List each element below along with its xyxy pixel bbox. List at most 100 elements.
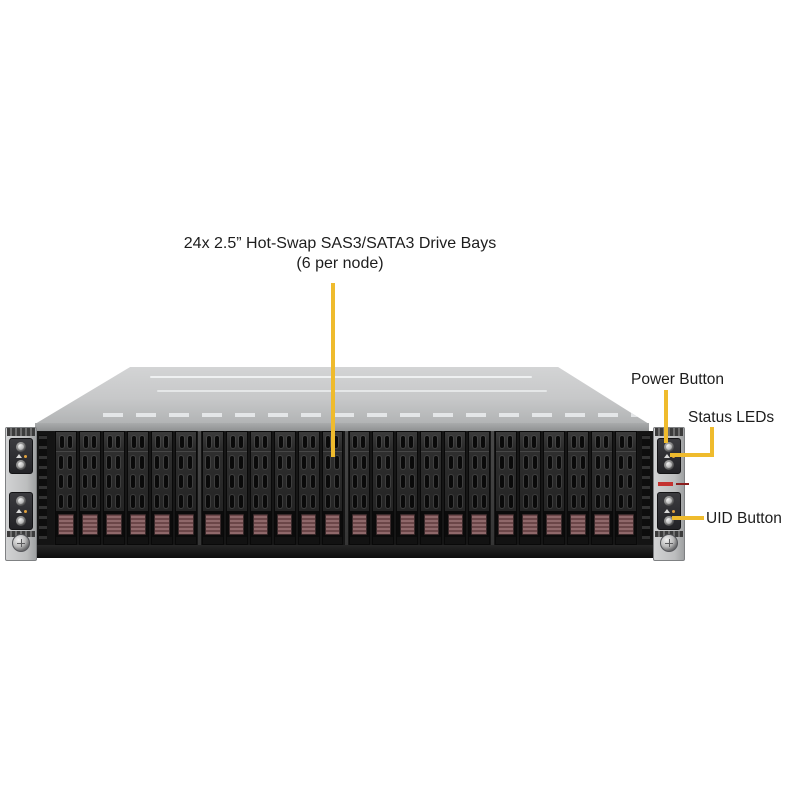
drive-tray <box>420 431 443 545</box>
drive-tray-latch <box>204 513 221 535</box>
tray-latch-frame <box>520 511 541 537</box>
tray-latch-frame <box>616 511 636 537</box>
tray-latch-frame <box>397 511 418 537</box>
tray-vents <box>128 452 148 511</box>
chassis-bottom-edge <box>35 545 653 558</box>
drive-bays-label-line2: (6 per node) <box>296 255 384 272</box>
tray-vents <box>80 452 100 511</box>
tray-handle <box>175 432 196 452</box>
tray-vents <box>397 452 417 511</box>
drive-tray-latch <box>570 513 586 535</box>
tray-vents <box>152 452 172 511</box>
drive-tray-latch <box>447 513 464 535</box>
uid-button-icon <box>664 460 674 470</box>
tray-handle <box>373 432 394 452</box>
drive-tray <box>591 431 614 545</box>
brand-label <box>658 482 673 486</box>
tray-handle <box>397 432 418 452</box>
tray-vents <box>421 452 441 511</box>
chassis-top-lid <box>35 367 649 424</box>
tray-handle <box>151 432 172 452</box>
tray-base <box>592 537 613 544</box>
tray-latch-frame <box>592 511 613 537</box>
left-rack-ear <box>5 427 37 561</box>
drive-tray <box>348 431 371 545</box>
drive-bay-group <box>348 431 492 545</box>
tray-vents <box>496 452 516 511</box>
lid-seam <box>150 376 532 378</box>
drive-tray-latch <box>58 513 74 535</box>
tray-base <box>544 537 565 544</box>
drive-tray-latch <box>228 513 245 535</box>
tray-handle <box>226 432 247 452</box>
status-led <box>23 454 27 458</box>
right-rack-ear <box>653 427 685 561</box>
tray-handle <box>544 432 565 452</box>
tray-handle <box>127 432 148 452</box>
drive-tray-latch <box>154 513 170 535</box>
tray-base <box>496 537 517 544</box>
tray-latch-frame <box>79 511 100 537</box>
right-vent-column <box>638 431 653 545</box>
tray-vents <box>323 452 343 511</box>
drive-tray <box>519 431 542 545</box>
ear-cap <box>7 428 35 436</box>
drive-bay-area <box>54 431 638 545</box>
thumbscrew <box>12 534 30 552</box>
left-node-control-panel-bottom <box>9 492 33 530</box>
drive-tray <box>201 431 224 545</box>
tray-base <box>520 537 541 544</box>
tray-vents <box>616 452 636 511</box>
tray-base <box>298 537 319 544</box>
alert-icon <box>663 509 670 513</box>
left-vent-column <box>35 431 54 545</box>
tray-latch-frame <box>469 511 490 537</box>
tray-handle <box>445 432 466 452</box>
drive-tray <box>321 431 344 545</box>
drive-tray <box>150 431 173 545</box>
tray-base <box>373 537 394 544</box>
tray-base <box>616 537 636 544</box>
tray-latch-frame <box>151 511 172 537</box>
tray-handle <box>56 432 76 452</box>
tray-base <box>79 537 100 544</box>
tray-latch-frame <box>103 511 124 537</box>
tray-handle <box>274 432 295 452</box>
drive-tray <box>102 431 125 545</box>
drive-tray-latch <box>498 513 514 535</box>
drive-tray <box>372 431 395 545</box>
tray-handle <box>421 432 442 452</box>
tray-latch-frame <box>56 511 76 537</box>
tray-vents <box>104 452 124 511</box>
callout-line-status-leds-vertical <box>710 427 714 457</box>
drive-tray-latch <box>351 513 368 535</box>
tray-latch-frame <box>373 511 394 537</box>
tray-latch-frame <box>298 511 319 537</box>
tray-latch-frame <box>127 511 148 537</box>
status-led <box>671 509 675 513</box>
tray-latch-frame <box>349 511 370 537</box>
tray-latch-frame <box>421 511 442 537</box>
drive-tray <box>273 431 296 545</box>
tray-base <box>226 537 247 544</box>
drive-tray <box>78 431 101 545</box>
tray-vents <box>275 452 295 511</box>
tray-vents <box>544 452 564 511</box>
tray-handle <box>520 432 541 452</box>
tray-handle <box>568 432 589 452</box>
bay-group-divider <box>344 431 348 545</box>
tray-base <box>103 537 124 544</box>
tray-base <box>56 537 76 544</box>
status-leds-label: Status LEDs <box>688 409 775 426</box>
uid-button-icon <box>16 516 26 526</box>
tray-base <box>175 537 196 544</box>
drive-bay-group <box>494 431 638 545</box>
tray-vents <box>176 452 196 511</box>
drive-tray-latch <box>276 513 293 535</box>
tray-latch-frame <box>544 511 565 537</box>
drive-tray-latch <box>300 513 317 535</box>
drive-tray-latch <box>522 513 538 535</box>
tray-handle <box>202 432 223 452</box>
tray-handle <box>250 432 271 452</box>
tray-handle <box>616 432 636 452</box>
